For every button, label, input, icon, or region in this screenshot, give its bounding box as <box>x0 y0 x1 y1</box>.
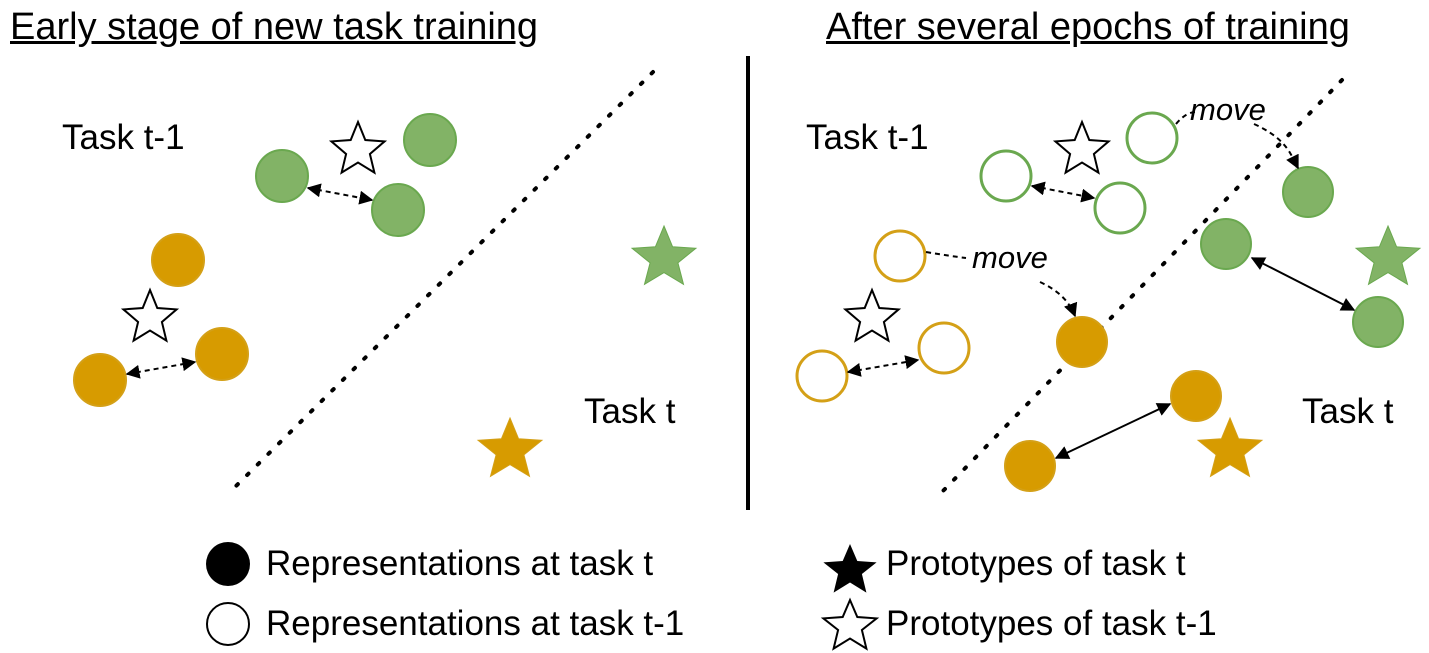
rep-t-orange-3 <box>73 353 127 407</box>
rep-t-orange-moved-2 <box>1170 370 1222 422</box>
left-task-prev-label: Task t-1 <box>62 118 185 157</box>
legend-hollow-circle-icon <box>206 602 250 646</box>
rep-t-orange-1 <box>151 233 205 287</box>
left-green-pair-arrow <box>306 183 374 205</box>
proto-t-star-left-green <box>630 224 698 286</box>
move-arrow-upper-head <box>1286 153 1299 170</box>
rep-t1-green-2 <box>1125 111 1179 165</box>
move-label-lower: move <box>972 240 1048 275</box>
legend-filled-star-icon <box>823 544 877 593</box>
legend-filled-circle-icon <box>206 542 250 586</box>
legend-proto-t-label: Prototypes of task t <box>886 544 1186 583</box>
rep-t1-green-3 <box>1093 181 1147 235</box>
rep-t-green-3 <box>371 183 425 237</box>
rep-t1-orange-2 <box>917 321 971 375</box>
legend-rep-t-label: Representations at task t <box>266 544 654 583</box>
move-arrow-upper <box>1175 111 1297 169</box>
right-orange-solid-arrow <box>1054 403 1172 459</box>
proto-t1-star-right-green <box>1052 119 1112 175</box>
legend-proto-t1-label: Prototypes of task t-1 <box>886 604 1217 643</box>
right-orange-pair-arrow <box>846 355 920 377</box>
rep-t-orange-moved-3 <box>1004 440 1056 492</box>
proto-t1-star-right-orange <box>842 287 902 343</box>
right-panel-title: After several epochs of training <box>826 6 1350 48</box>
rep-t1-orange-3 <box>795 349 849 403</box>
right-task-prev-label: Task t-1 <box>806 118 929 157</box>
proto-t-star-right-green <box>1354 224 1422 286</box>
rep-t-green-moved-3 <box>1352 296 1404 348</box>
right-green-solid-arrow <box>1250 257 1356 311</box>
rep-t1-orange-1 <box>873 229 927 283</box>
proto-t-star-right-orange <box>1196 416 1264 478</box>
rep-t-green-moved-1 <box>1282 166 1334 218</box>
right-task-curr-label: Task t <box>1302 392 1394 431</box>
legend-rep-t1-label: Representations at task t-1 <box>266 604 685 643</box>
left-orange-pair-arrow <box>125 357 197 379</box>
rep-t-green-1 <box>255 149 309 203</box>
rep-t-orange-2 <box>195 327 249 381</box>
move-label-upper: move <box>1190 92 1266 127</box>
move-arrow-lower-head <box>1064 301 1078 318</box>
left-boundary-line <box>228 70 655 494</box>
rep-t-orange-moved-1 <box>1056 316 1108 368</box>
proto-t-star-left-orange <box>476 416 544 478</box>
right-green-pair-arrow <box>1030 181 1096 203</box>
rep-t-green-moved-2 <box>1200 218 1252 270</box>
left-task-curr-label: Task t <box>584 392 676 431</box>
proto-t1-star-left-orange <box>120 287 180 343</box>
rep-t-green-2 <box>403 113 457 167</box>
move-arrow-lower <box>925 251 1075 315</box>
right-boundary-line <box>940 78 1344 494</box>
rep-t1-green-1 <box>979 149 1033 203</box>
left-panel-title: Early stage of new task training <box>10 6 539 48</box>
proto-t1-star-left-green <box>328 119 388 175</box>
legend-hollow-star-icon <box>820 597 880 651</box>
